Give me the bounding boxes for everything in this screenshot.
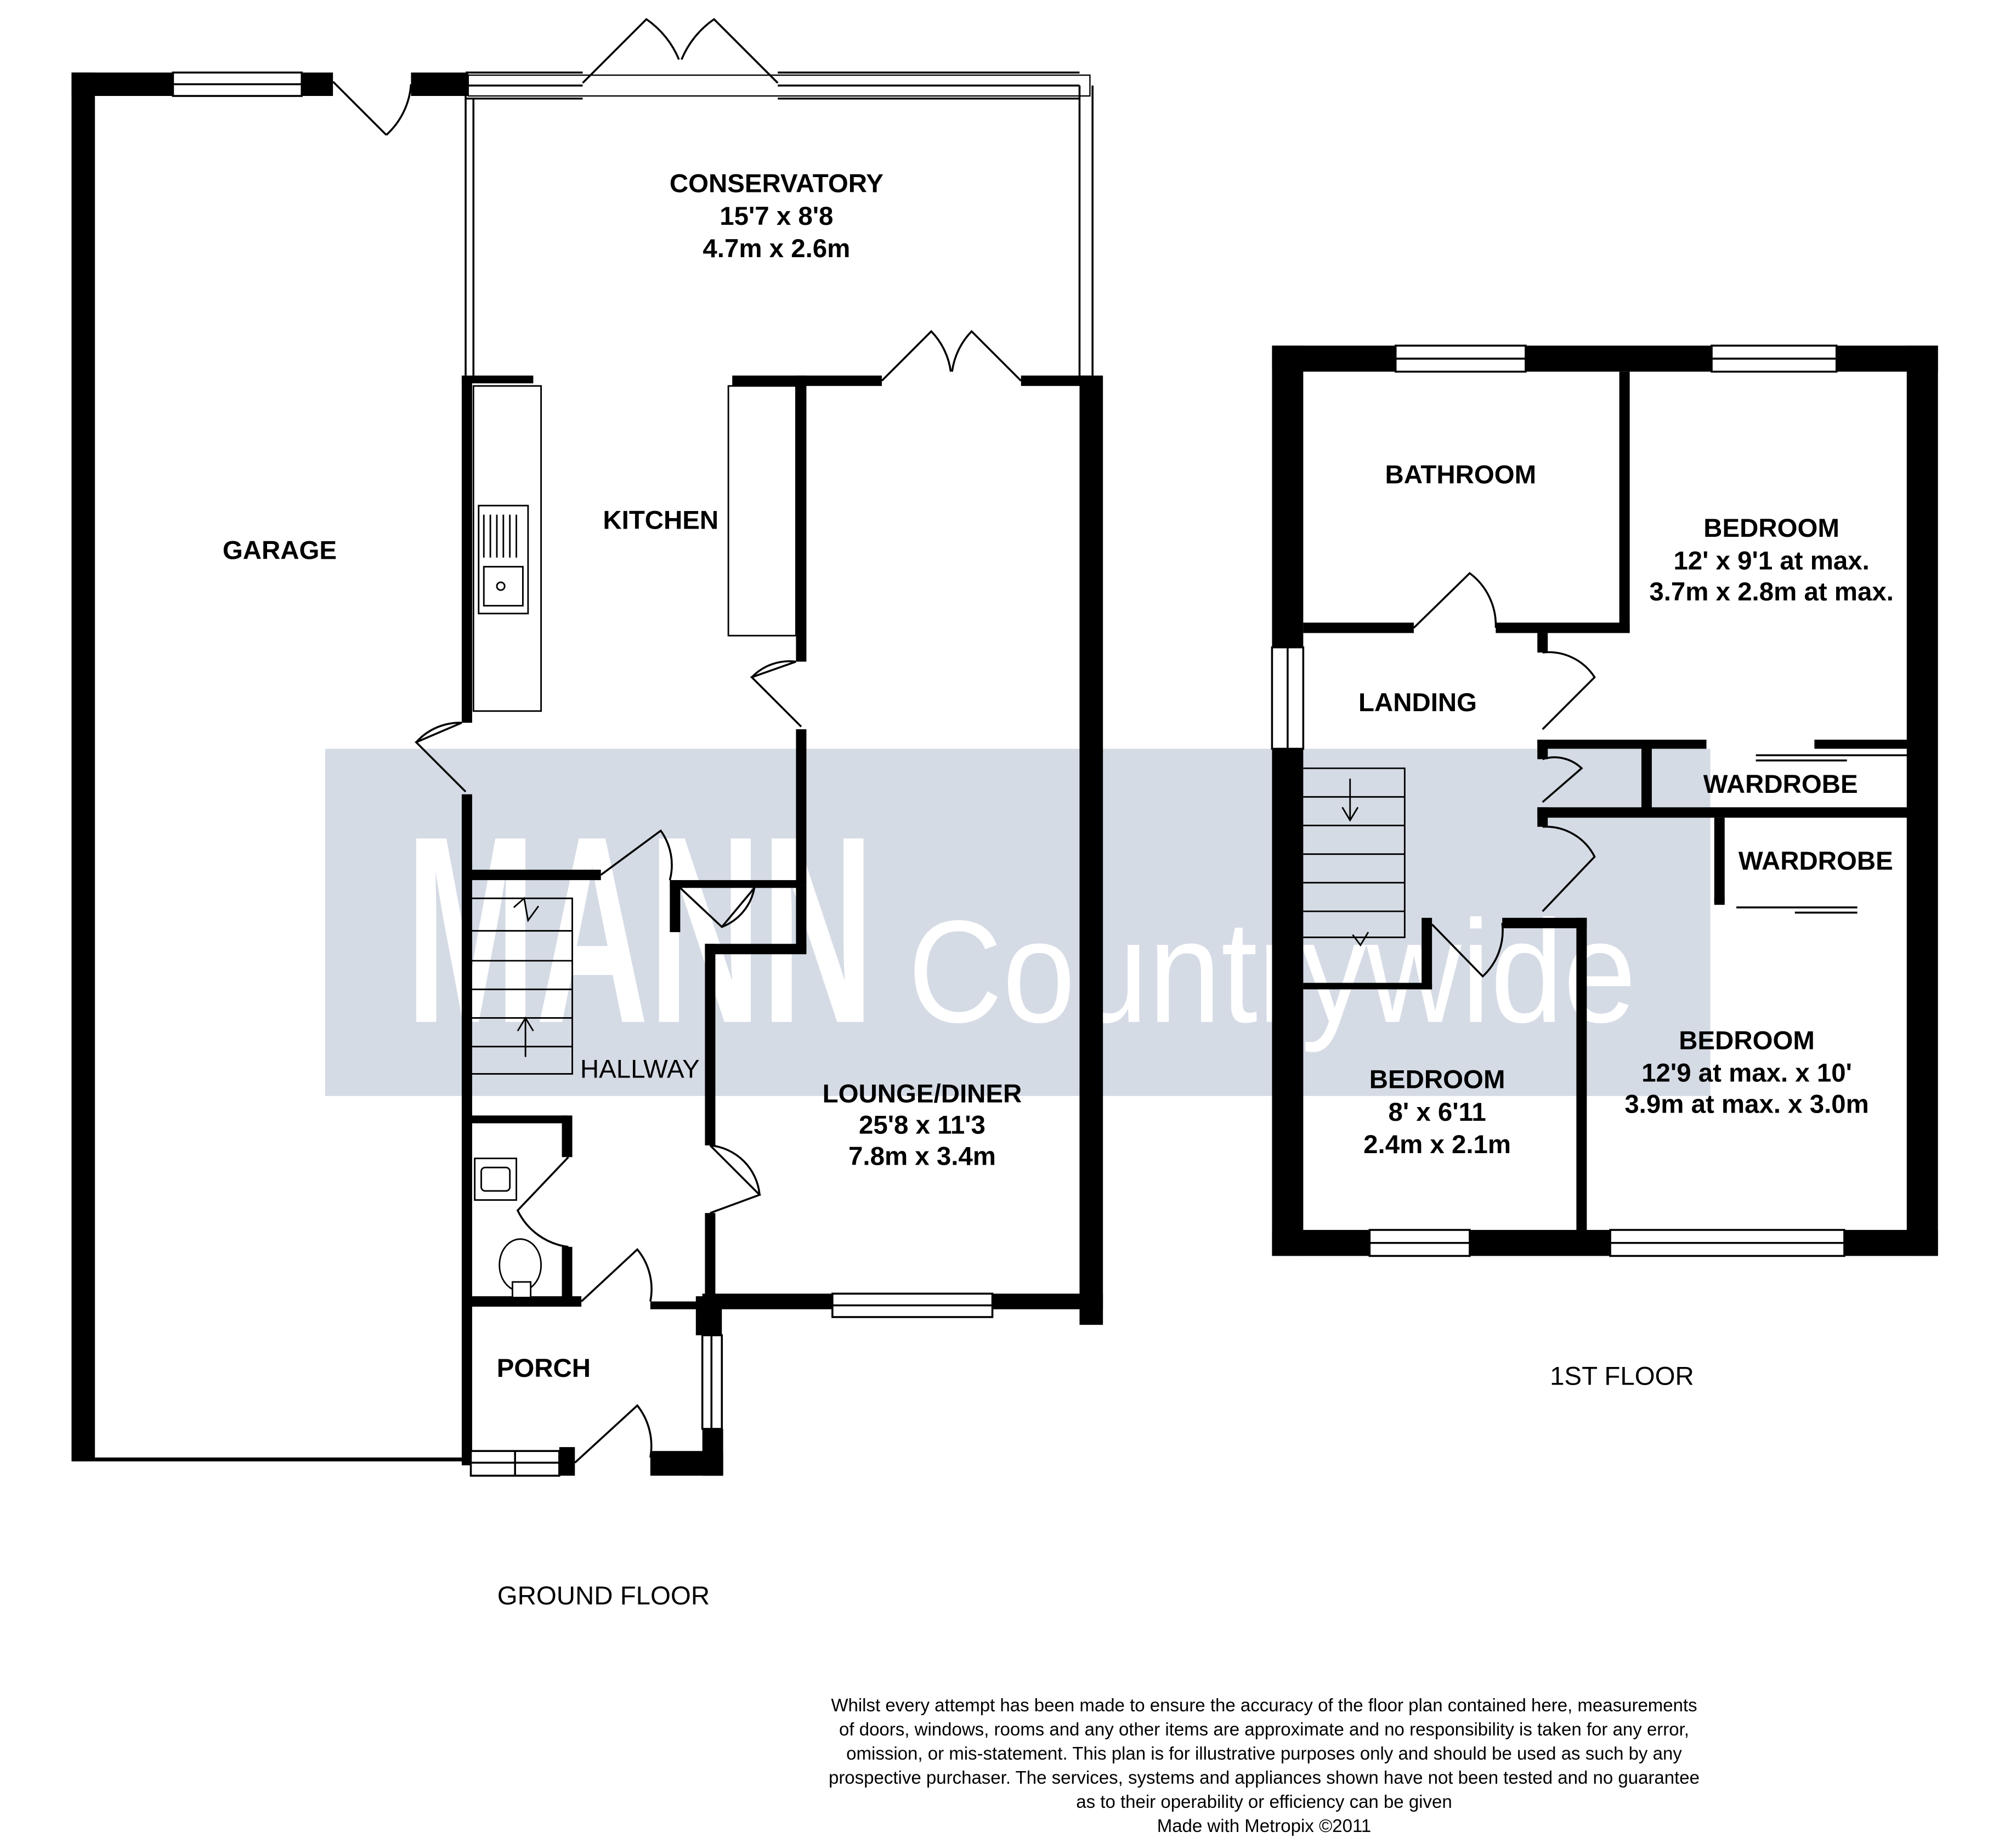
bedroom2-name: BEDROOM (1679, 1026, 1815, 1055)
ground-floor-caption: GROUND FLOOR (497, 1581, 710, 1610)
bedroom3-size-imperial: 8' x 6'11 (1389, 1098, 1486, 1127)
disclaimer-line: as to their operability or efficiency ca… (1076, 1791, 1452, 1812)
disclaimer: Whilst every attempt has been made to en… (729, 1693, 1799, 1838)
lounge-name: LOUNGE/DINER (823, 1080, 1022, 1109)
disclaimer-line: Whilst every attempt has been made to en… (831, 1695, 1697, 1715)
conservatory-name: CONSERVATORY (670, 169, 884, 198)
disclaimer-line: prospective purchaser. The services, sys… (828, 1767, 1700, 1788)
kitchen-units (472, 385, 797, 712)
first-floor-caption: 1ST FLOOR (1550, 1362, 1694, 1391)
first-doors (1413, 572, 1912, 978)
ground-floor-labels: CONSERVATORY 15'7 x 8'8 4.7m x 2.6m GARA… (223, 169, 1022, 1610)
bathroom-name: BATHROOM (1385, 461, 1536, 490)
conservatory-size-metric: 4.7m x 2.6m (703, 234, 850, 263)
first-windows (1271, 344, 1845, 1257)
disclaimer-line: omission, or mis-statement. This plan is… (846, 1743, 1682, 1763)
ground-doors (332, 18, 1022, 1463)
bedroom1-size-metric: 3.7m x 2.8m at max. (1649, 577, 1894, 606)
ground-windows (172, 71, 994, 1477)
conservatory-glazing (465, 71, 1094, 378)
first-stairs (1303, 767, 1406, 947)
garage-name: GARAGE (223, 536, 337, 565)
wardrobe2-name: WARDROBE (1738, 847, 1893, 876)
conservatory-size-imperial: 15'7 x 8'8 (720, 202, 833, 231)
wc-fittings (474, 1158, 542, 1298)
wardrobe1-name: WARDROBE (1703, 770, 1858, 799)
first-floor-walls (1272, 345, 1938, 1256)
bedroom1-name: BEDROOM (1703, 514, 1839, 543)
disclaimer-credit: Made with Metropix ©2011 (1157, 1816, 1372, 1836)
bedroom2-size-imperial: 12'9 at max. x 10' (1641, 1059, 1852, 1088)
lounge-size-imperial: 25'8 x 11'3 (859, 1111, 986, 1140)
lounge-size-metric: 7.8m x 3.4m (848, 1142, 996, 1171)
ground-stairs (471, 897, 573, 1075)
landing-name: LANDING (1358, 688, 1477, 717)
bedroom1-size-imperial: 12' x 9'1 at max. (1673, 546, 1869, 575)
bedroom3-size-metric: 2.4m x 2.1m (1363, 1130, 1511, 1159)
disclaimer-line: of doors, windows, rooms and any other i… (839, 1719, 1689, 1739)
first-floor-labels: BATHROOM BEDROOM 12' x 9'1 at max. 3.7m … (1358, 461, 1894, 1391)
ground-floor-walls (71, 72, 1103, 1476)
kitchen-name: KITCHEN (603, 506, 718, 535)
hallway-name: HALLWAY (580, 1055, 700, 1084)
bedroom2-size-metric: 3.9m at max. x 3.0m (1624, 1090, 1869, 1119)
bedroom3-name: BEDROOM (1369, 1065, 1505, 1094)
porch-name: PORCH (497, 1354, 591, 1383)
